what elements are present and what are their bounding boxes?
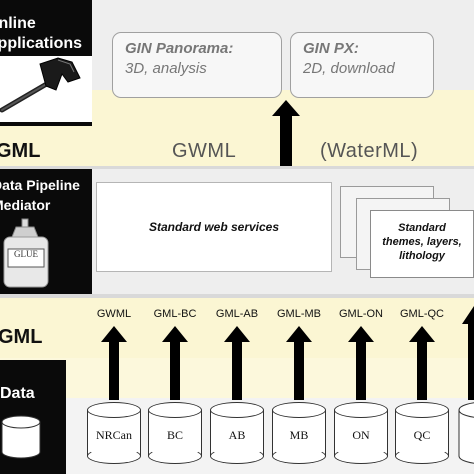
up-arrow-partial xyxy=(462,306,474,400)
format-label: GML-AB xyxy=(215,308,259,320)
format-label: GWML xyxy=(96,308,132,320)
mediator-title: Data Pipeline Mediator xyxy=(0,177,80,213)
format-label: GML-QC xyxy=(400,308,444,320)
mediator-column: Data Pipeline Mediator GLUE xyxy=(0,169,92,294)
up-arrow-nrcan xyxy=(101,326,127,400)
database-label: MB xyxy=(289,428,309,442)
database-icon xyxy=(1,415,41,459)
glue-label: GLUE xyxy=(14,249,38,259)
data-title: Data xyxy=(0,385,35,402)
database-partial xyxy=(458,402,474,464)
lower-gml-label: GML xyxy=(0,326,43,348)
database-mb: MB xyxy=(272,402,326,464)
separator-lower xyxy=(0,294,474,298)
data-column: Data xyxy=(0,360,66,474)
app-name: GIN PX: xyxy=(303,40,359,57)
glue-bottle-icon xyxy=(3,218,49,288)
applications-title: Online Applications xyxy=(0,15,83,52)
app-box-gin-panorama[interactable]: GIN Panorama: 3D, analysis xyxy=(112,32,282,98)
app-box-gin-px[interactable]: GIN PX: 2D, download xyxy=(290,32,434,98)
up-arrow-to-apps xyxy=(272,100,300,166)
format-label: GML-BC xyxy=(153,308,197,320)
database-label: ON xyxy=(352,428,370,442)
upper-format-waterml: (WaterML) xyxy=(320,140,419,162)
database-label: NRCan xyxy=(96,428,132,442)
up-arrow-qc xyxy=(409,326,435,400)
database-qc: QC xyxy=(395,402,449,464)
database-bc: BC xyxy=(148,402,202,464)
database-ab: AB xyxy=(210,402,264,464)
app-desc: 2D, download xyxy=(303,60,395,77)
database-label: AB xyxy=(228,428,246,442)
database-nrcan: NRCan xyxy=(87,402,141,464)
up-arrow-bc xyxy=(162,326,188,400)
applications-column: Online Applications xyxy=(0,0,92,126)
up-arrow-on xyxy=(348,326,374,400)
database-on: ON xyxy=(334,402,388,464)
upper-format-gwml: GWML xyxy=(172,140,237,162)
upper-gml-band xyxy=(0,130,474,166)
up-arrow-mb xyxy=(286,326,312,400)
hammer-icon xyxy=(0,56,92,122)
database-label: QC xyxy=(413,428,431,442)
app-desc: 3D, analysis xyxy=(125,60,207,77)
format-label: GML-ON xyxy=(339,308,383,320)
themes-box: Standard themes, layers, lithology xyxy=(370,210,474,278)
format-label: GML-MB xyxy=(277,308,321,320)
separator-upper xyxy=(0,166,474,169)
web-services-box: Standard web services xyxy=(96,182,332,272)
up-arrow-ab xyxy=(224,326,250,400)
database-label: BC xyxy=(166,428,183,442)
upper-gml-label: GML xyxy=(0,140,41,162)
app-name: GIN Panorama: xyxy=(125,40,234,57)
